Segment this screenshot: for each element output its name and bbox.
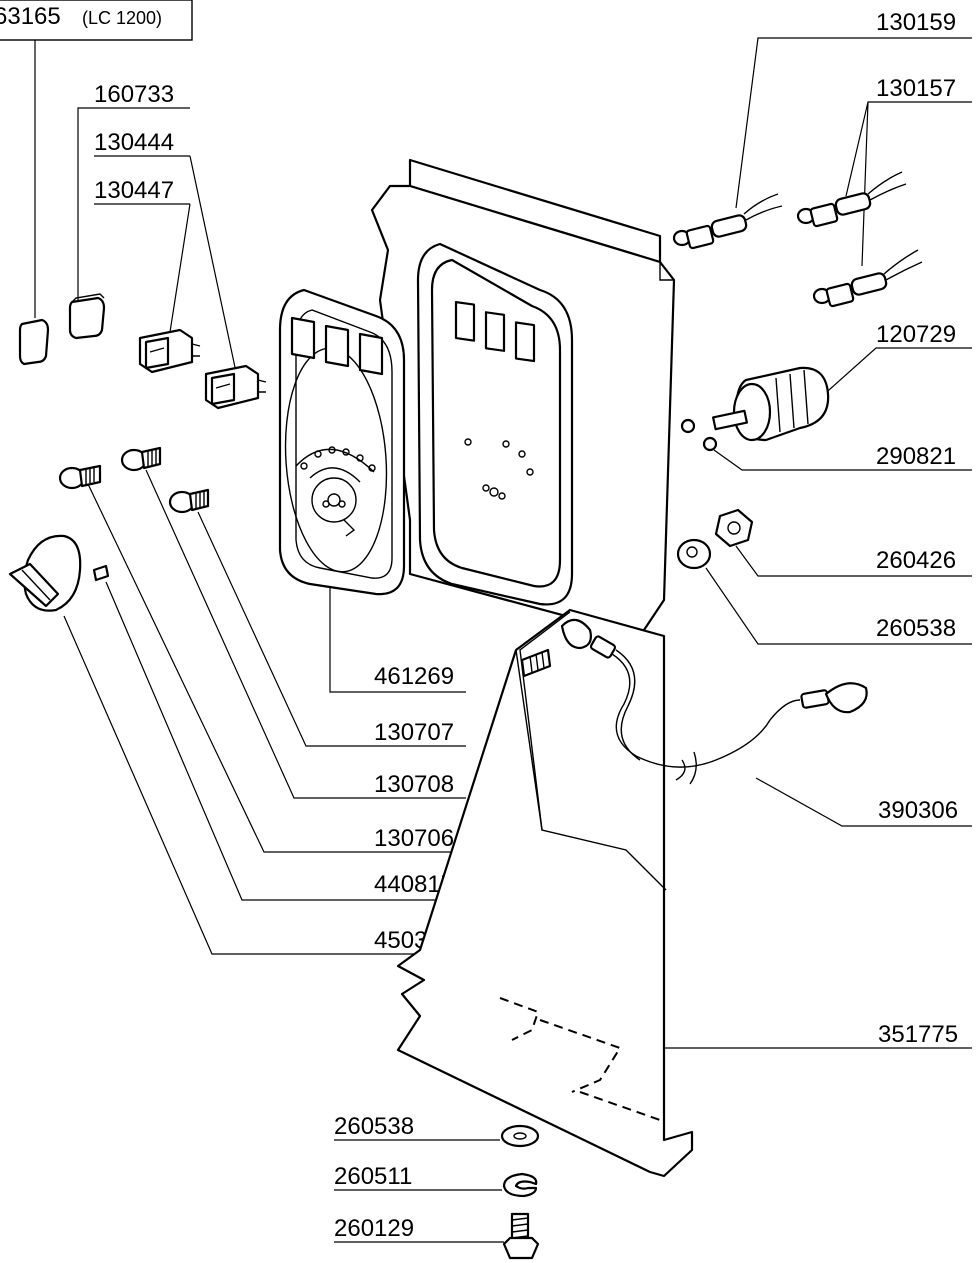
leader-461269 <box>329 588 466 693</box>
pin-440817 <box>92 564 110 582</box>
leader-440817 <box>105 581 466 901</box>
bolt-260129 <box>502 1212 540 1260</box>
spacer-290821 <box>680 418 718 452</box>
leader-160733 <box>77 107 190 300</box>
leader-130707 <box>197 511 466 747</box>
lamp-130706 <box>58 464 102 490</box>
part-note-lc1200: (LC 1200) <box>82 8 162 28</box>
leader-260538-top <box>705 567 972 645</box>
washer-260538-top <box>676 538 712 570</box>
leader-130159 <box>735 37 972 209</box>
part-label-130444[interactable]: 130444 <box>94 129 174 156</box>
part-label-260426[interactable]: 260426 <box>876 547 956 574</box>
rocker-switch-130447 <box>138 328 201 374</box>
leader-120729 <box>819 347 972 399</box>
leader-130157 <box>845 101 972 267</box>
washer-260538-bottom <box>500 1124 540 1148</box>
part-label-290821[interactable]: 290821 <box>876 443 956 470</box>
part-label-260129[interactable]: 260129 <box>334 1215 414 1242</box>
part-label-160733[interactable]: 160733 <box>94 81 174 108</box>
part-label-461269[interactable]: 461269 <box>374 663 454 690</box>
indicator-light-130157-a <box>796 171 907 228</box>
switch-cap-63165 <box>18 318 50 366</box>
part-label-130708[interactable]: 130708 <box>374 771 454 798</box>
part-label-130159[interactable]: 130159 <box>876 9 956 36</box>
leader-260426 <box>735 545 972 577</box>
leader-290821 <box>713 449 972 471</box>
part-label-130447[interactable]: 130447 <box>94 177 174 204</box>
ground-wire-390306 <box>560 618 868 785</box>
part-label-130707[interactable]: 130707 <box>374 719 454 746</box>
part-label-260538-bottom[interactable]: 260538 <box>334 1113 414 1140</box>
part-label-351775[interactable]: 351775 <box>878 1021 958 1048</box>
rotary-switch-120729 <box>712 366 830 442</box>
switch-cap-160733 <box>68 293 106 340</box>
leader-450323 <box>63 615 466 955</box>
part-label-130157[interactable]: 130157 <box>876 75 956 102</box>
part-label-130706[interactable]: 130706 <box>374 825 454 852</box>
knob-450323 <box>8 534 82 612</box>
leader-130708 <box>145 469 466 799</box>
leader-130706 <box>87 483 466 853</box>
front-panel-overlay-461269 <box>278 288 406 596</box>
part-label-260538-top[interactable]: 260538 <box>876 615 956 642</box>
label-box-63165 <box>0 0 193 41</box>
leader-130447 <box>94 203 191 333</box>
part-label-390306[interactable]: 390306 <box>878 797 958 824</box>
part-label-120729[interactable]: 120729 <box>876 321 956 348</box>
lamp-130707 <box>168 488 210 514</box>
lock-washer-260511 <box>502 1172 538 1198</box>
leader-390306 <box>755 777 972 827</box>
part-label-260511[interactable]: 260511 <box>334 1163 412 1190</box>
leader-130444 <box>94 155 237 373</box>
control-panel-frame <box>370 158 676 638</box>
bracket-351775 <box>396 608 694 1178</box>
indicator-light-130159 <box>672 193 783 250</box>
part-label-63165[interactable]: 63165 <box>0 3 61 30</box>
nut-260426 <box>714 508 754 548</box>
leader-lines <box>34 37 972 1243</box>
rocker-switch-130444 <box>204 364 267 410</box>
lamp-130708 <box>120 446 162 472</box>
indicator-light-130157-b <box>812 249 923 308</box>
